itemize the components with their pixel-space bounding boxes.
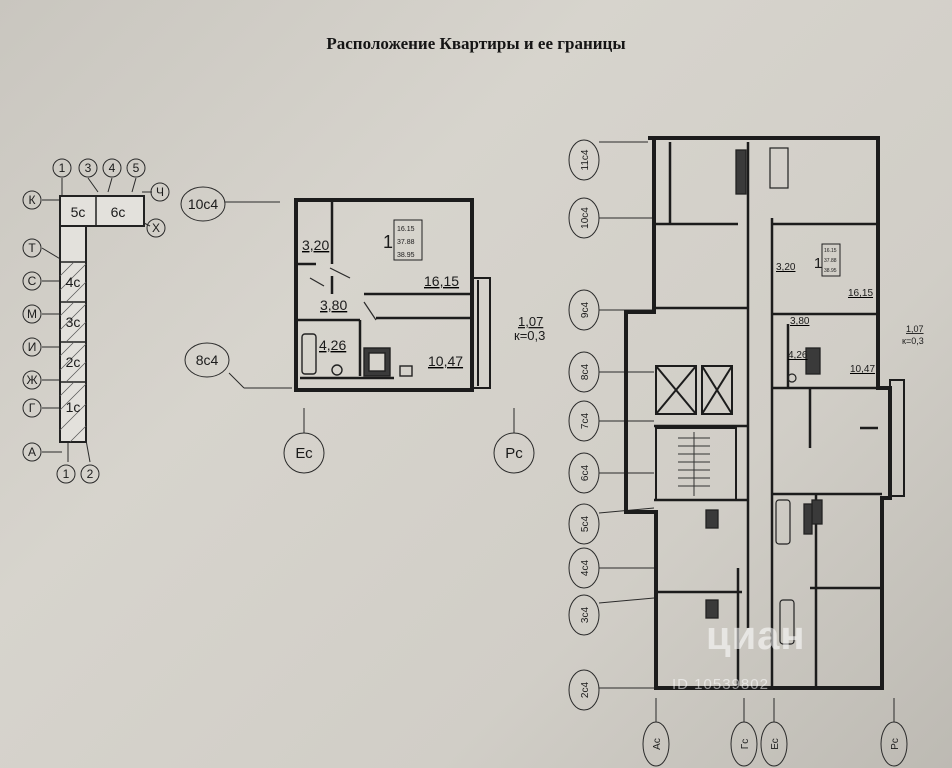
key-axis-left-g: Г — [29, 401, 36, 415]
key-axis-top-3: 3 — [85, 161, 92, 175]
key-axis-bottom-1: 1 — [63, 467, 70, 481]
key-axis-left-a: А — [28, 445, 36, 459]
key-axis-top-5: 5 — [133, 161, 140, 175]
key-axis-left-t: Т — [28, 241, 36, 255]
apt-axis-bottom: 8с4 — [196, 352, 219, 368]
apartment-plan: 10с4 8с4 Ес Рс — [180, 186, 545, 474]
floor-room-3-20: 3,20 — [776, 262, 796, 273]
floor-axis-3c4: 3с4 — [580, 607, 591, 624]
key-axis-left-s: С — [28, 274, 37, 288]
key-axis-bottom-2: 2 — [87, 467, 94, 481]
floor-axis-8c4: 8с4 — [580, 364, 591, 381]
apt-axis-left: Ес — [295, 445, 313, 462]
watermark-logo: циан — [706, 614, 806, 658]
floor-room-4-26: 4,26 — [788, 350, 808, 361]
apt-balcony-coef: к=0,3 — [514, 328, 545, 343]
key-section-4: 4с — [66, 274, 81, 290]
key-section-2: 2с — [66, 354, 81, 370]
floor-axis-Gs: Гс — [740, 739, 751, 749]
floor-axis-4c4: 4с4 — [580, 560, 591, 577]
key-axis-left-m: М — [27, 307, 37, 321]
apt-room-10-47: 10,47 — [428, 353, 463, 369]
key-axis-left-i: И — [28, 340, 37, 354]
watermark-id: ID 10539802 — [672, 676, 769, 693]
key-axis-left-zh: Ж — [26, 373, 37, 387]
key-section-1: 1с — [66, 399, 81, 415]
floor-axis-As: Ас — [652, 738, 663, 750]
floor-room-count: 1 — [814, 255, 822, 272]
apt-axis-right: Рс — [505, 445, 523, 462]
key-plan: 1 3 4 5 К Т С М И Ж Г А Ч Х 1 2 5с 6с 4с… — [22, 158, 170, 484]
key-axis-top-4: 4 — [109, 161, 116, 175]
apt-room-count: 1 — [383, 232, 393, 252]
floor-axis-Rs: Рс — [890, 738, 901, 750]
apt-room-3-80: 3,80 — [320, 297, 347, 313]
page-title: Расположение Квартиры и ее границы — [326, 34, 626, 53]
floor-area-with-balcony: 38.95 — [824, 268, 837, 274]
watermark: циан ID 10539802 — [672, 612, 852, 702]
apt-area-with-balcony: 38.95 — [397, 252, 415, 259]
apt-axis-top: 10с4 — [188, 196, 219, 212]
floor-axis-Es: Ес — [770, 738, 781, 750]
key-section-6: 6с — [111, 204, 126, 220]
key-section-5: 5с — [71, 204, 86, 220]
floor-area-living: 16.15 — [824, 248, 837, 254]
floor-room-3-80: 3,80 — [790, 316, 810, 327]
key-section-3: 3с — [66, 314, 81, 330]
apt-room-16-15: 16,15 — [424, 273, 459, 289]
key-axis-left-k: К — [29, 193, 36, 207]
floor-axis-6c4: 6с4 — [580, 465, 591, 482]
apt-room-4-26: 4,26 — [319, 337, 346, 353]
floor-axis-7c4: 7с4 — [580, 413, 591, 430]
floor-axis-11c4: 11с4 — [580, 149, 591, 170]
apt-balcony-area: 1,07 — [518, 314, 543, 329]
floor-room-10-47: 10,47 — [850, 364, 875, 375]
floor-plan: 11с4 10с4 9с4 8с4 7с4 6с4 5с4 4с4 3с4 2с… — [568, 136, 924, 767]
apt-area-total: 37.88 — [397, 239, 415, 246]
floor-axis-2c4: 2с4 — [580, 682, 591, 699]
key-axis-top-1: 1 — [59, 161, 66, 175]
floor-balcony-coef: к=0,3 — [902, 336, 924, 346]
floor-axis-10c4: 10с4 — [580, 207, 591, 229]
apt-area-living: 16.15 — [397, 226, 415, 233]
floor-axis-9c4: 9с4 — [580, 302, 591, 319]
floor-axis-5c4: 5с4 — [580, 516, 591, 533]
floor-area-total: 37.88 — [824, 258, 837, 264]
key-axis-right-ch: Ч — [156, 185, 164, 199]
floor-room-16-15: 16,15 — [848, 288, 873, 299]
key-axis-right-kh: Х — [152, 221, 160, 235]
apt-room-3-20: 3,20 — [302, 237, 329, 253]
floor-balcony-area: 1,07 — [906, 324, 924, 334]
